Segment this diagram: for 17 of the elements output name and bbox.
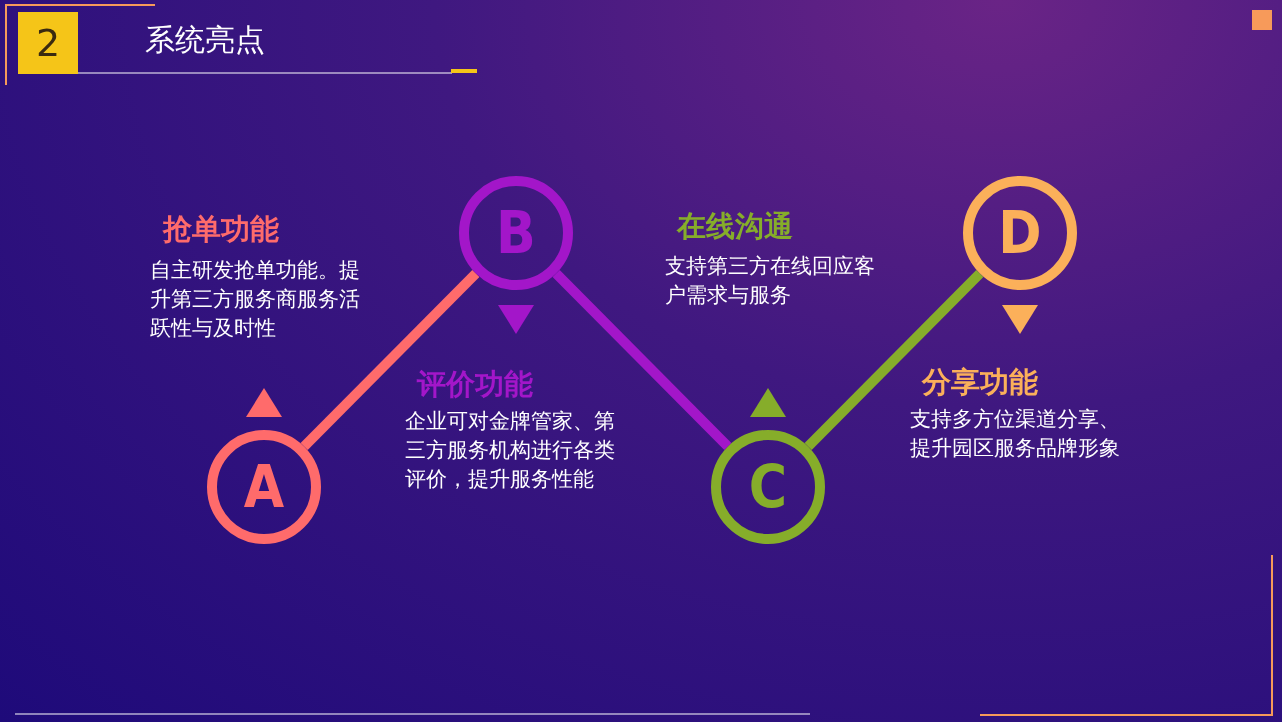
- feature-heading: 在线沟通: [677, 208, 793, 245]
- feature-description: 支持第三方在线回应客户需求与服务: [665, 253, 876, 309]
- step-circle: B: [459, 176, 573, 290]
- feature-description: 企业可对金牌管家、第三方服务机构进行各类评价，提升服务性能: [405, 408, 616, 493]
- step-circle: A: [207, 430, 321, 544]
- step-circle: C: [711, 430, 825, 544]
- feature-heading: 抢单功能: [163, 211, 279, 248]
- slide-title: 系统亮点: [145, 21, 265, 59]
- feature-description: 支持多方位渠道分享、提升园区服务品牌形象: [910, 406, 1121, 462]
- connector-line: [804, 269, 984, 451]
- connector-line: [300, 269, 480, 451]
- step-circle: D: [963, 176, 1077, 290]
- section-number: 2: [18, 12, 78, 74]
- feature-heading: 分享功能: [922, 364, 1038, 401]
- feature-heading: 评价功能: [417, 366, 533, 403]
- feature-description: 自主研发抢单功能。提升第三方服务商服务活跃性与及时性: [150, 257, 361, 342]
- connector-line: [552, 269, 732, 451]
